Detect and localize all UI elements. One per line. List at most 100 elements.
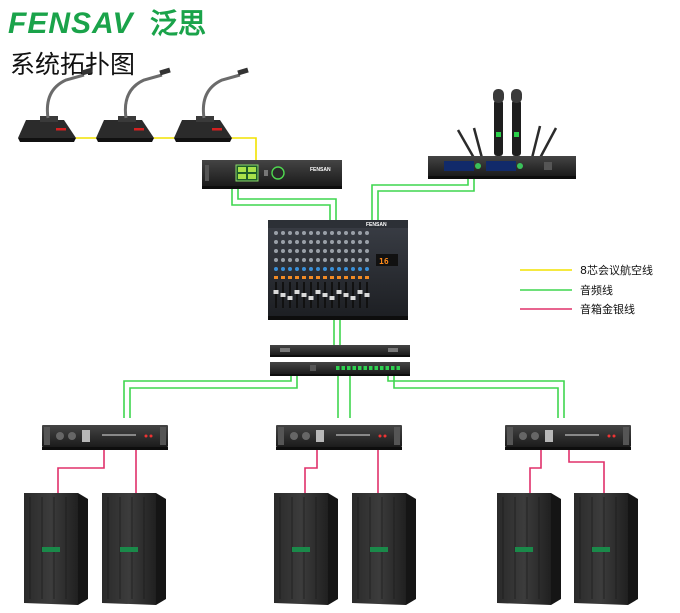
mixer-knob — [351, 231, 355, 235]
audio-distributor-icon — [270, 362, 410, 376]
distributor-port — [363, 366, 367, 370]
mixer-knob — [302, 267, 306, 271]
mixer-led — [365, 276, 369, 279]
distributor-port — [385, 366, 389, 370]
mixer-knob — [344, 267, 348, 271]
mixer-knob — [295, 249, 299, 253]
mixer-knob — [309, 258, 313, 262]
mixer-knob — [295, 258, 299, 262]
mixer-led — [274, 276, 278, 279]
conference-controller-icon: FENSAN — [202, 160, 342, 189]
mixer-knob — [309, 240, 313, 244]
legend-label: 音箱金银线 — [580, 302, 635, 316]
legend-item-audio-cable: 音频线 — [520, 283, 613, 297]
loudspeaker-icon — [496, 492, 562, 606]
mixer-led — [295, 276, 299, 279]
mixer-led — [344, 276, 348, 279]
mixer-fader-track — [289, 282, 291, 308]
mixer-knob — [344, 258, 348, 262]
signal-processor-icon — [270, 345, 410, 357]
mixer-knob — [337, 258, 341, 262]
controller-brand-label: FENSAN — [310, 167, 331, 173]
audio-cable-lines — [123, 176, 565, 418]
brand-logo-cn: 泛思 — [150, 7, 206, 40]
mixer-knob — [295, 231, 299, 235]
mixer-led — [288, 276, 292, 279]
mixer-knob — [288, 231, 292, 235]
mixer-knob — [288, 267, 292, 271]
mixer-knob — [288, 240, 292, 244]
mixer-knob — [323, 267, 327, 271]
connection-lines — [57, 137, 605, 494]
mixer-knob — [281, 240, 285, 244]
legend-item-conference-cable: 8芯会议航空线 — [520, 263, 653, 277]
mixer-led — [337, 276, 341, 279]
legend-label: 8芯会议航空线 — [580, 263, 653, 277]
mixer-knob — [316, 267, 320, 271]
distributor-port — [352, 366, 356, 370]
mixer-fader-cap — [357, 290, 363, 294]
power-amplifier-icon — [505, 425, 631, 450]
mixer-knob — [316, 249, 320, 253]
loudspeaker-icon — [23, 492, 89, 606]
mixer-knob — [274, 240, 278, 244]
mixer-knob — [365, 231, 369, 235]
mixer-knob — [351, 249, 355, 253]
mixer-knob — [316, 258, 320, 262]
mixer-knob — [358, 249, 362, 253]
mixer-led — [302, 276, 306, 279]
mixer-knob — [358, 231, 362, 235]
mixer-knob — [274, 267, 278, 271]
conference-cable-lines — [75, 137, 257, 160]
mixer-knob — [302, 231, 306, 235]
mixer-led — [316, 276, 320, 279]
mixer-fader-track — [310, 282, 312, 308]
loudspeaker-icon — [101, 492, 167, 606]
distributor-port — [341, 366, 345, 370]
mixer-knob — [281, 258, 285, 262]
diagram-title: 系统拓扑图 — [10, 50, 135, 79]
distributor-port — [391, 366, 395, 370]
wireless-mic-receiver-icon — [428, 89, 576, 179]
mixer-knob — [330, 258, 334, 262]
mixer-fader-cap — [350, 296, 356, 300]
mixer-fader-cap — [364, 293, 370, 297]
mixer-fader-cap — [301, 293, 307, 297]
mixer-knob — [330, 267, 334, 271]
gooseneck-conference-mic-icon — [18, 70, 92, 142]
mixer-fader-cap — [343, 293, 349, 297]
mixer-knob — [365, 258, 369, 262]
mixer-fader-track — [275, 282, 277, 308]
legend-label: 音频线 — [580, 283, 613, 297]
mixer-led — [330, 276, 334, 279]
mixer-fader-track — [296, 282, 298, 308]
mixer-knob — [309, 267, 313, 271]
mixer-fader-cap — [336, 290, 342, 294]
mixer-knob — [337, 267, 341, 271]
loudspeaker-icon — [573, 492, 639, 606]
mixer-knob — [295, 267, 299, 271]
mixer-knob — [281, 267, 285, 271]
loudspeaker-icon — [351, 492, 417, 606]
mixer-knob — [330, 249, 334, 253]
mixer-knob — [309, 249, 313, 253]
mixer-knob — [365, 240, 369, 244]
legend: 8芯会议航空线 音频线 音箱金银线 — [520, 263, 653, 316]
mixer-knob — [302, 240, 306, 244]
mixer-fader-cap — [308, 296, 314, 300]
mixer-knob — [281, 249, 285, 253]
mixer-led — [351, 276, 355, 279]
mixer-knob — [365, 267, 369, 271]
distributor-port — [336, 366, 340, 370]
mixer-fader-cap — [294, 290, 300, 294]
speaker-group-right — [496, 492, 639, 606]
mixer-fader-cap — [273, 290, 279, 294]
mixer-knob — [358, 267, 362, 271]
mixer-knob — [337, 249, 341, 253]
brand-logo: FENSAV 泛思 — [8, 7, 206, 40]
mixer-knob — [281, 231, 285, 235]
handheld-mic-icon — [493, 89, 504, 156]
mixer-knob — [330, 231, 334, 235]
conference-microphone-group — [18, 70, 248, 142]
